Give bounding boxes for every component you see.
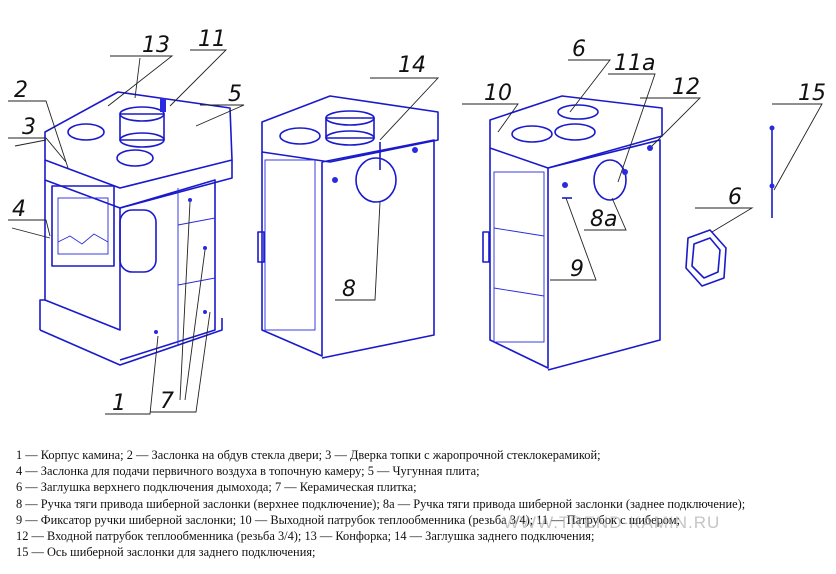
- plug-and-axis-parts: [685, 125, 775, 287]
- legend-line-2: 4 — Заслонка для подачи первичного возду…: [16, 464, 480, 479]
- legend-line-1: 1 — Корпус камина; 2 — Заслонка на обдув…: [16, 448, 601, 462]
- callout-11a: 11a: [614, 51, 655, 76]
- callout-6-plug: 6: [728, 185, 742, 210]
- fireplace-rear-connection-view: [482, 95, 663, 371]
- callout-12: 12: [672, 75, 700, 100]
- callout-2: 2: [14, 78, 28, 103]
- legend-line-6: 12 — Входной патрубок теплообменника (ре…: [16, 529, 595, 544]
- callout-4: 4: [12, 197, 26, 222]
- callout-11: 11: [198, 27, 226, 52]
- callout-8: 8: [342, 277, 356, 302]
- fireplace-front-view: [39, 91, 233, 366]
- callout-13: 13: [142, 33, 170, 58]
- parts-legend: 1 — Корпус камина; 2 — Заслонка на обдув…: [16, 447, 831, 560]
- callout-9: 9: [570, 257, 584, 282]
- legend-line-4: 8 — Ручка тяги привода шиберной заслонки…: [16, 496, 746, 511]
- legend-line-7: 15 — Ось шиберной заслонки для заднего п…: [16, 545, 316, 560]
- callout-7: 7: [160, 389, 174, 414]
- callout-5: 5: [228, 82, 242, 107]
- fireplace-exploded-drawing: 2 3 4 13 11 5 1 7 14 8 10 6 11a 12 8a 9 …: [8, 27, 826, 416]
- watermark: WWW.TREND-KAMIN.RU: [503, 513, 721, 532]
- callout-numbers: 2 3 4 13 11 5 1 7 14 8 10 6 11a 12 8a 9 …: [12, 27, 826, 416]
- callout-14: 14: [398, 53, 426, 78]
- fireplace-back-view: [257, 95, 439, 359]
- callout-1: 1: [112, 391, 126, 416]
- legend-line-5: 9 — Фиксатор ручки шиберной заслонки; 10…: [16, 512, 681, 527]
- callout-10: 10: [484, 81, 512, 106]
- callout-3: 3: [22, 115, 36, 140]
- callout-8a: 8a: [590, 207, 617, 232]
- callout-15: 15: [798, 81, 826, 106]
- legend-line-3: 6 — Заглушка верхнего подключения дымохо…: [16, 480, 417, 495]
- callout-leader-lines: [8, 49, 823, 415]
- callout-6-top: 6: [572, 37, 586, 62]
